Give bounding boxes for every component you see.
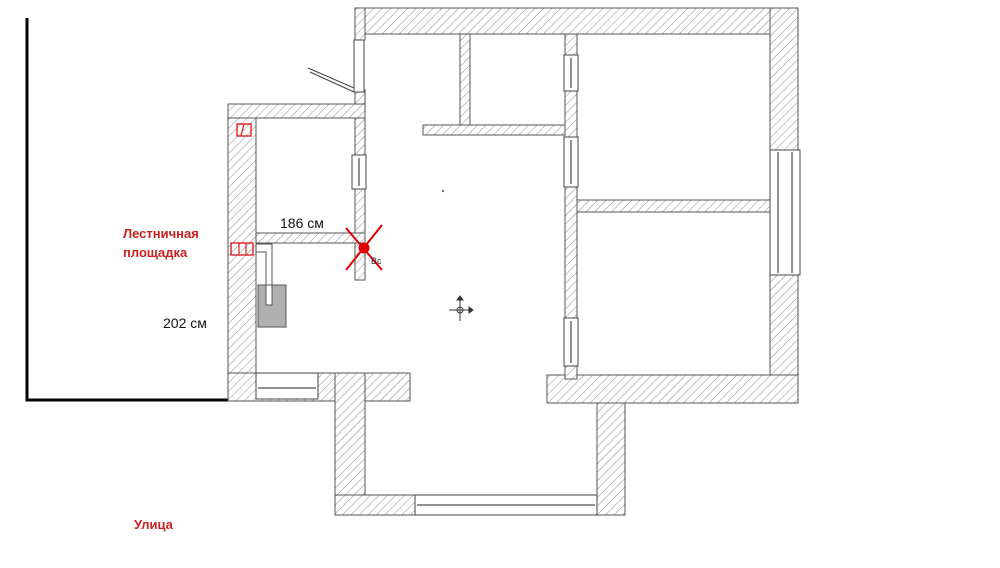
ventilation-shaft: [255, 243, 287, 328]
wall-bottom-right: [546, 374, 799, 404]
small-mark-label: Вс: [371, 256, 382, 266]
wall-main-left-upper: [354, 7, 366, 41]
stair-landing-label: Лестничная площадка: [123, 224, 199, 262]
center-dot: [441, 189, 445, 193]
wall-closet-left: [459, 33, 471, 127]
dimension-186-label: 186 см: [280, 215, 324, 231]
doors-windows: [255, 39, 801, 516]
wall-top: [354, 7, 799, 35]
window-top-left: [353, 39, 365, 93]
wall-right-divider: [576, 199, 771, 213]
x-mark-icon: [345, 224, 383, 271]
red-mark-lower: [230, 242, 254, 256]
wall-closet-bottom: [422, 124, 571, 136]
window-right: [769, 149, 801, 276]
stair-landing-line1: Лестничная: [123, 226, 199, 241]
walls: [227, 7, 799, 516]
street-label: Улица: [134, 517, 173, 532]
exterior-boundary-line: [25, 18, 228, 402]
dimension-202-label: 202 см: [163, 315, 207, 331]
wall-partition-186: [255, 232, 366, 244]
wall-small-top: [227, 103, 366, 119]
wall-wing-left: [334, 372, 366, 516]
window-left-bottom: [255, 372, 319, 400]
wall-small-left: [227, 103, 257, 401]
wall-left-bottom: [227, 372, 411, 402]
stair-landing-line2: площадка: [123, 245, 188, 260]
move-crosshair-icon: [449, 295, 474, 321]
